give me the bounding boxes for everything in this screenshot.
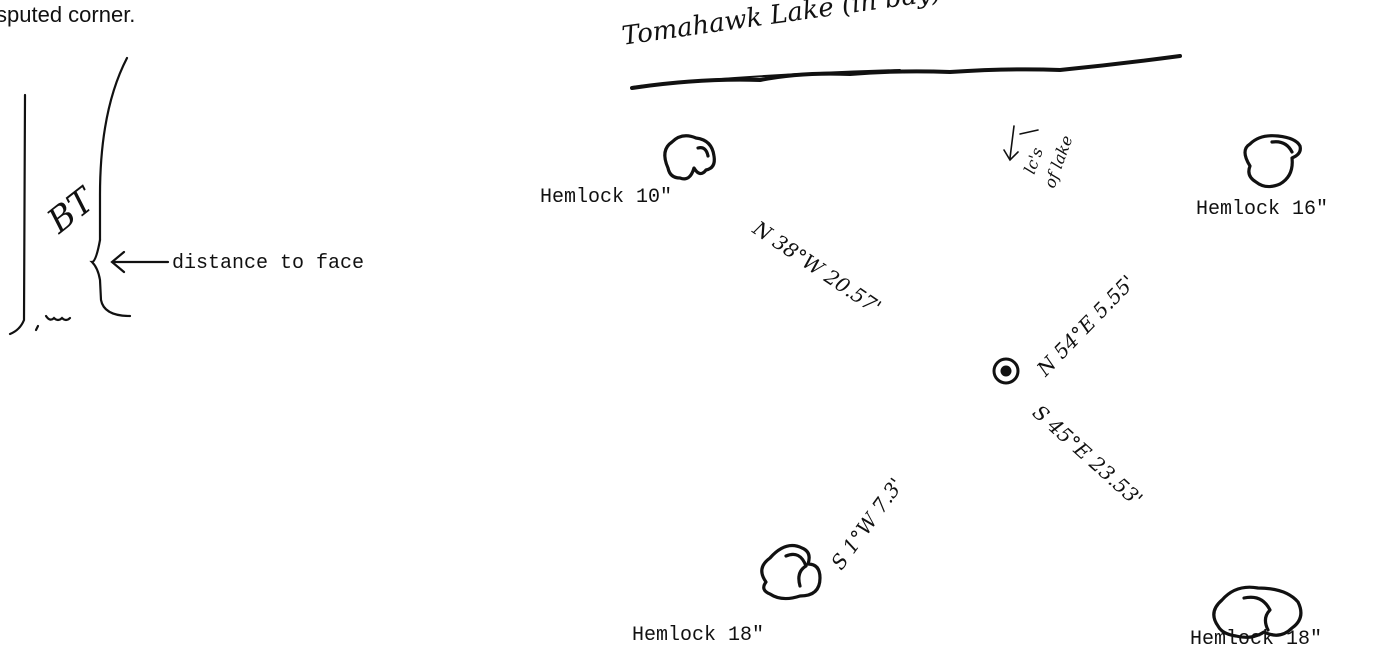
hemlock-tree-icon bbox=[1212, 585, 1303, 639]
tree-label-se: Hemlock 18" bbox=[1190, 628, 1323, 651]
hemlock-tree-icon bbox=[1243, 134, 1302, 189]
lake-shoreline-icon bbox=[630, 54, 1182, 90]
intro-text: sputed corner. bbox=[0, 2, 136, 27]
distance-label: distance to face bbox=[172, 252, 365, 275]
tree-label-sw: Hemlock 18" bbox=[632, 624, 765, 647]
tree-label-ne: Hemlock 16" bbox=[1196, 198, 1329, 221]
distance-arrow bbox=[110, 250, 170, 274]
bearing-tree-sketch bbox=[8, 56, 132, 336]
hemlock-tree-icon bbox=[760, 544, 822, 601]
lake-direction-arrow bbox=[1003, 125, 1039, 162]
tree-label-nw: Hemlock 10" bbox=[540, 186, 673, 209]
survey-corner-icon bbox=[992, 357, 1020, 385]
hemlock-tree-icon bbox=[663, 134, 716, 181]
